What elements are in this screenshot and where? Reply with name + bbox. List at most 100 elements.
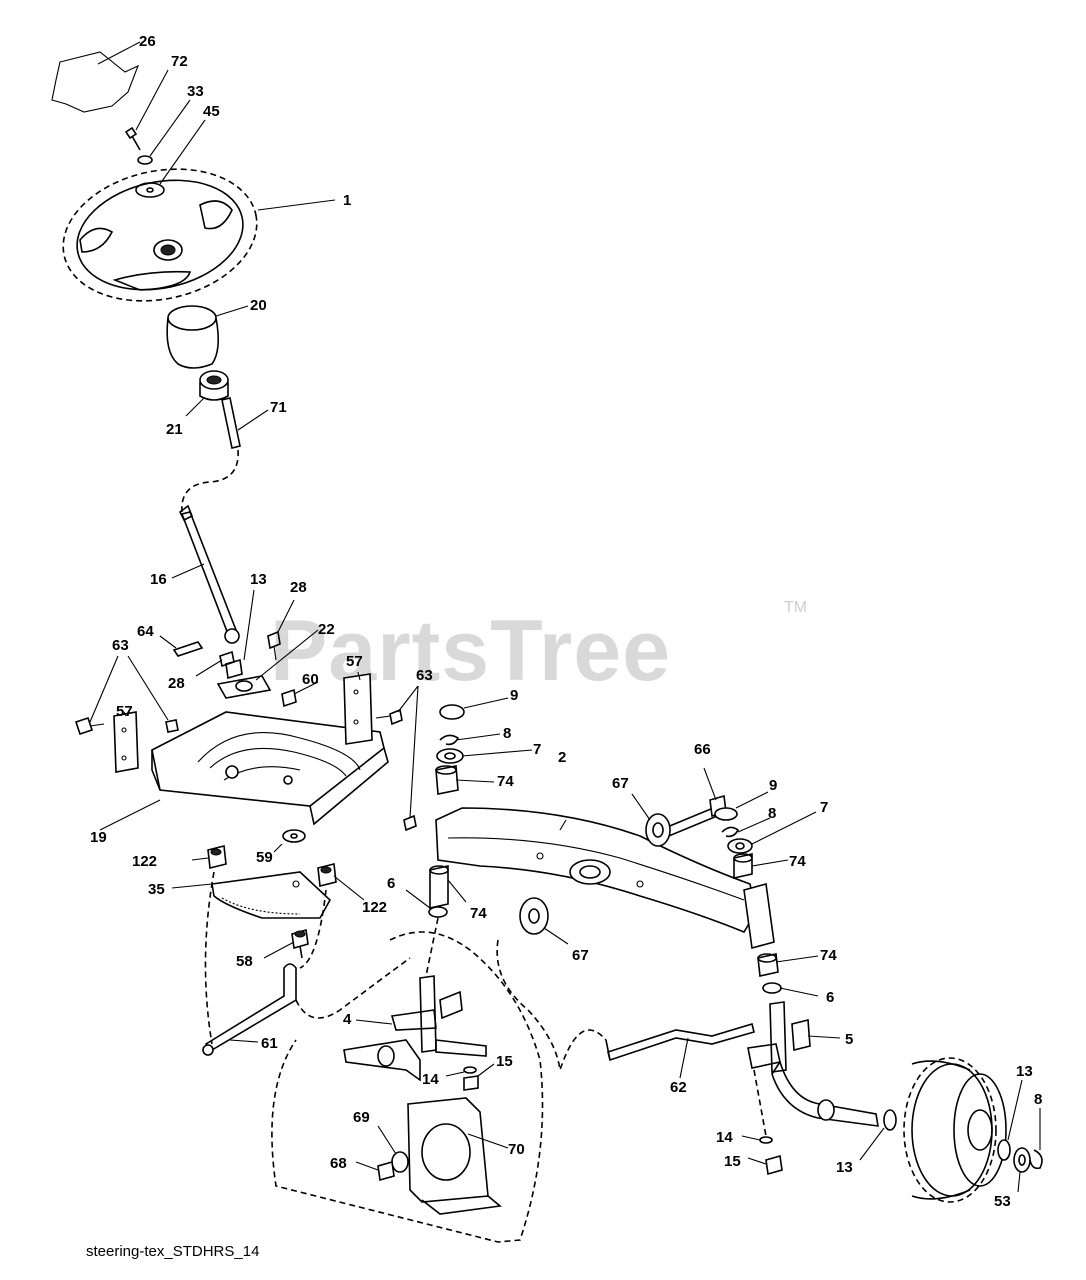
part-8-clip-left[interactable] (439, 733, 501, 746)
callout-7-left: 7 (533, 741, 541, 758)
part-8-clip-right[interactable] (721, 817, 771, 838)
part-4-left-spindle[interactable] (343, 975, 487, 1082)
part-16-steering-shaft[interactable] (171, 504, 240, 644)
assembly-path-tie-rod (496, 939, 607, 1071)
part-70-wheel-assembly[interactable] (407, 1097, 509, 1215)
part-13-spacer-inner[interactable] (859, 1109, 897, 1161)
part-14-washer-left[interactable] (445, 1066, 477, 1077)
callout-22: 22 (318, 621, 335, 638)
callout-57-left: 57 (116, 703, 133, 720)
callout-122-right: 122 (362, 899, 387, 916)
part-53-washer[interactable] (1013, 1147, 1031, 1193)
part-63-bolts-right[interactable] (375, 685, 419, 832)
assembly-path-lower (271, 931, 544, 1243)
callout-14-left: 14 (422, 1071, 439, 1088)
part-61-drag-link[interactable] (202, 963, 297, 1056)
part-122-nut-left[interactable] (191, 845, 227, 869)
callout-26: 26 (139, 33, 156, 50)
part-57-bracket-right[interactable] (343, 671, 373, 745)
callout-6-right: 6 (826, 989, 834, 1006)
callout-8-wheel: 8 (1034, 1091, 1042, 1108)
callout-68: 68 (330, 1155, 347, 1172)
part-15-nut-right[interactable] (747, 1154, 783, 1176)
callout-14-right: 14 (716, 1129, 733, 1146)
part-62-tie-rod[interactable] (605, 1022, 755, 1079)
callout-2: 2 (558, 749, 566, 766)
part-33-washer[interactable] (137, 99, 191, 165)
callout-15-right: 15 (724, 1153, 741, 1170)
callout-63-right: 63 (416, 667, 433, 684)
callout-20: 20 (250, 297, 267, 314)
callout-13-wheel-outer: 13 (1016, 1063, 1033, 1080)
part-13-bushing[interactable] (225, 589, 255, 680)
part-front-wheel[interactable] (903, 1057, 1007, 1203)
callout-70: 70 (508, 1141, 525, 1158)
part-right-axle-tube[interactable] (743, 882, 775, 950)
part-20-steering-cap[interactable] (166, 305, 249, 369)
part-13-spacer-outer[interactable] (997, 1079, 1023, 1161)
part-2-front-axle[interactable] (435, 807, 757, 934)
callout-58: 58 (236, 953, 253, 970)
callout-7-right: 7 (820, 799, 828, 816)
callout-28-lower: 28 (168, 675, 185, 692)
callout-64: 64 (137, 623, 154, 640)
part-14-washer-right[interactable] (741, 1135, 773, 1144)
part-7-washer-right[interactable] (727, 811, 817, 854)
callout-1: 1 (343, 192, 351, 209)
callout-63-left: 63 (112, 637, 129, 654)
part-28-bolt-upper[interactable] (267, 599, 295, 661)
part-67-spacer-lower[interactable] (519, 897, 569, 945)
callout-72: 72 (171, 53, 188, 70)
part-7-washer-left[interactable] (436, 748, 533, 764)
part-6-washer-right[interactable] (762, 982, 819, 997)
part-8-clip-wheel[interactable] (1029, 1108, 1043, 1170)
callout-8-left: 8 (503, 725, 511, 742)
assembly-path-left (204, 871, 215, 1045)
callout-59: 59 (256, 849, 273, 866)
assembly-path-kingpin (425, 917, 439, 977)
callout-19: 19 (90, 829, 107, 846)
callout-71: 71 (270, 399, 287, 416)
callout-5: 5 (845, 1031, 853, 1048)
part-35-sector-gear[interactable] (171, 871, 332, 919)
callout-16: 16 (150, 571, 167, 588)
callout-15-left: 15 (496, 1053, 513, 1070)
part-57-bracket-left[interactable] (113, 711, 139, 773)
part-26-decal[interactable] (51, 41, 141, 113)
part-64-pin[interactable] (159, 635, 204, 657)
part-22-bearing-plate[interactable] (216, 629, 319, 699)
callout-13-wheel-inner: 13 (836, 1159, 853, 1176)
watermark-tm: TM (784, 599, 807, 616)
callout-57-right: 57 (346, 653, 363, 670)
callout-74-left-bottom: 74 (470, 905, 487, 922)
part-59-washer[interactable] (273, 829, 306, 853)
callout-13-upper: 13 (250, 571, 267, 588)
part-122-nut-right[interactable] (317, 863, 365, 901)
part-6-washer-left[interactable] (405, 889, 448, 918)
part-63-bolts-left[interactable] (74, 655, 179, 736)
part-74-bushing-right-top[interactable] (733, 853, 789, 879)
part-45-washer[interactable] (135, 119, 206, 198)
callout-74-right-top: 74 (789, 853, 806, 870)
part-74-bushing-left-bottom[interactable] (429, 865, 467, 909)
part-28-bolt-lower[interactable] (195, 650, 235, 677)
part-21-gear[interactable] (185, 370, 229, 417)
part-58-bolt[interactable] (263, 928, 309, 959)
part-9-cap-left[interactable] (439, 697, 509, 720)
part-19-steering-plate[interactable] (99, 711, 389, 831)
part-71-pin[interactable] (221, 397, 269, 449)
assembly-path-shaft (181, 449, 239, 513)
part-9-cap-right[interactable] (714, 791, 769, 821)
part-67-spacer-upper[interactable] (631, 793, 671, 847)
part-74-bushing-left-top[interactable] (435, 765, 495, 795)
part-5-right-spindle[interactable] (747, 1001, 879, 1127)
part-15-nut-left[interactable] (463, 1063, 495, 1091)
part-60-nut[interactable] (281, 681, 319, 708)
part-74-bushing-right-bottom[interactable] (757, 953, 819, 977)
part-68-bolt[interactable] (355, 1160, 395, 1182)
part-72-screw[interactable] (124, 69, 169, 151)
callout-6-left: 6 (387, 875, 395, 892)
callout-9-right: 9 (769, 777, 777, 794)
part-1-steering-wheel[interactable] (51, 152, 336, 318)
